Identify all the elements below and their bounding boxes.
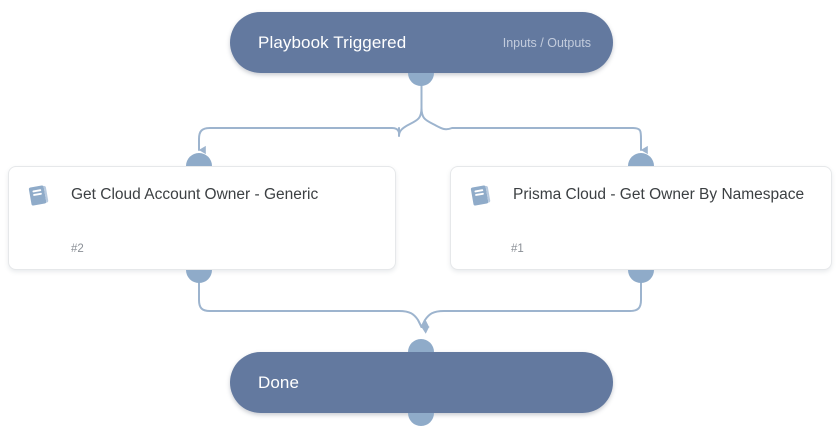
node-playbook-triggered[interactable]: Playbook Triggered Inputs / Outputs (230, 12, 613, 73)
connector-dot-trigger-output[interactable] (408, 73, 434, 86)
edge-task-left-to-done (198, 282, 430, 328)
task-card-title: Prisma Cloud - Get Owner By Namespace (513, 186, 805, 203)
node-task-prisma-cloud-get-owner-by-namespace[interactable]: Prisma Cloud - Get Owner By Namespace #1 (450, 166, 832, 270)
task-card-header: Get Cloud Account Owner - Generic (27, 183, 377, 208)
connector-dot-done-output[interactable] (408, 413, 434, 426)
task-card-index: #1 (511, 243, 524, 255)
task-card-header: Prisma Cloud - Get Owner By Namespace (469, 183, 813, 208)
edge-trigger-to-task-right (420, 107, 648, 155)
connector-dot-task-left-output[interactable] (186, 270, 212, 283)
connector-dot-task-right-input[interactable] (628, 153, 654, 166)
node-playbook-triggered-inputs-outputs-label[interactable]: Inputs / Outputs (502, 35, 591, 50)
connector-dot-task-left-input[interactable] (186, 153, 212, 166)
edge-task-right-to-done (420, 282, 642, 334)
task-card-index: #2 (71, 243, 84, 255)
edge-trigger-to-task-left (198, 107, 423, 155)
connector-dot-done-input[interactable] (408, 339, 434, 352)
node-done-title: Done (258, 372, 300, 392)
node-playbook-triggered-title: Playbook Triggered (258, 32, 407, 52)
connector-dot-task-right-output[interactable] (628, 270, 654, 283)
playbook-book-icon (27, 184, 53, 208)
node-done[interactable]: Done (230, 352, 613, 413)
task-card-title: Get Cloud Account Owner - Generic (71, 186, 319, 203)
node-task-get-cloud-account-owner-generic[interactable]: Get Cloud Account Owner - Generic #2 (8, 166, 396, 270)
playbook-book-icon (469, 184, 495, 208)
